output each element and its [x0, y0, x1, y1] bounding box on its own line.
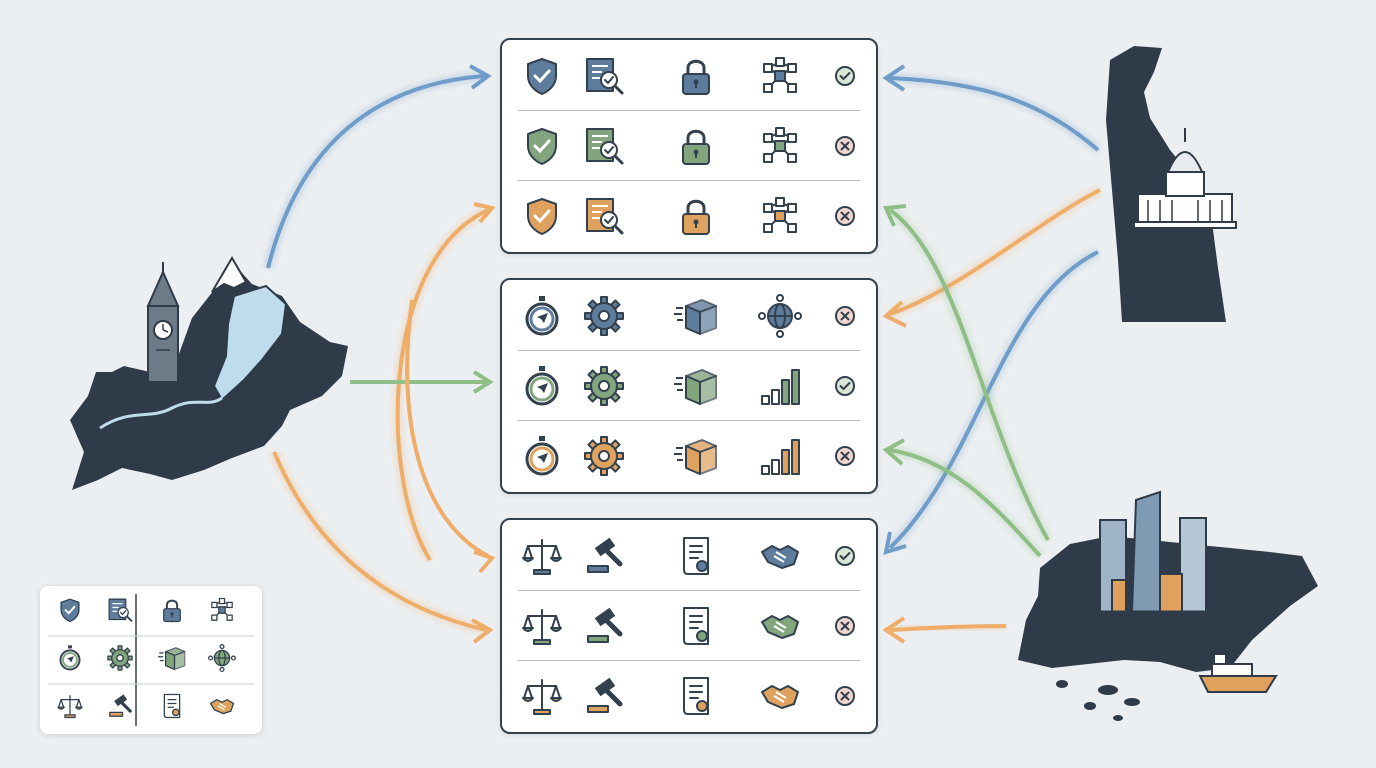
flow-arrow-coastal-to-operations-orange: [882, 185, 1103, 328]
gear-icon: [582, 364, 626, 408]
stopwatch-icon: [520, 434, 564, 478]
document-inspect-icon: [582, 54, 626, 98]
padlock-icon: [674, 54, 718, 98]
certificate-scroll-icon: [674, 534, 718, 578]
status-cross-icon: [834, 135, 856, 157]
legend-dividers: [48, 594, 254, 726]
flow-arrow-island-to-legal-orange: [882, 616, 1007, 644]
gear-icon: [582, 434, 626, 478]
capitol-building-icon: [1133, 128, 1237, 229]
bar-chart-icon: [758, 364, 802, 408]
status-cross-icon: [834, 305, 856, 327]
legend-gavel-icon: [106, 692, 134, 720]
status-check-icon: [834, 65, 856, 87]
legend-padlock-icon: [158, 596, 186, 624]
flow-arrow-mountain-to-legal-orange: [269, 450, 494, 644]
island-city-map: [1018, 490, 1318, 721]
padlock-icon: [674, 124, 718, 168]
legend-shield-check-icon: [56, 596, 84, 624]
panel-legal-contracts: [500, 518, 878, 734]
legal-contracts-row-orange: [502, 660, 876, 732]
flow-arrow-coastal-to-legal-blue: [883, 247, 1101, 555]
legend-package-icon: [158, 644, 186, 672]
status-cross-icon: [834, 685, 856, 707]
network-nodes-icon: [758, 54, 802, 98]
lake-icon: [212, 284, 288, 402]
security-compliance-row-blue: [502, 40, 876, 112]
legend-handshake-icon: [208, 692, 236, 720]
skyscrapers-icon: [1094, 490, 1214, 614]
certificate-scroll-icon: [674, 604, 718, 648]
mountain-lake-region-map: [70, 256, 348, 490]
flow-arrows: [263, 64, 1103, 644]
handshake-icon: [758, 534, 802, 578]
security-compliance-row-green: [502, 110, 876, 182]
cargo-ship-icon: [1198, 653, 1278, 693]
flow-arrow-island-to-operations-green: [882, 438, 1044, 560]
icon-legend: [40, 586, 262, 734]
panel-security-compliance: [500, 38, 878, 254]
legend-scales-icon: [56, 692, 84, 720]
operations-logistics-row-green: [502, 350, 876, 422]
shield-check-icon: [520, 194, 564, 238]
gavel-icon: [582, 534, 626, 578]
status-cross-icon: [834, 615, 856, 637]
operations-logistics-row-orange: [502, 420, 876, 492]
gavel-icon: [582, 674, 626, 718]
legend-certificate-scroll-icon: [158, 692, 186, 720]
panel-operations-logistics: [500, 278, 878, 494]
mountain-icon: [211, 256, 248, 293]
handshake-icon: [758, 674, 802, 718]
padlock-icon: [674, 194, 718, 238]
stopwatch-icon: [520, 294, 564, 338]
legal-contracts-row-green: [502, 590, 876, 662]
network-nodes-icon: [758, 124, 802, 168]
legend-globe-network-icon: [208, 644, 236, 672]
legal-contracts-row-blue: [502, 520, 876, 592]
handshake-icon: [758, 604, 802, 648]
scales-icon: [520, 534, 564, 578]
package-icon: [674, 294, 718, 338]
clock-tower-icon: [146, 262, 180, 383]
security-compliance-row-orange: [502, 180, 876, 252]
legend-gear-icon: [106, 644, 134, 672]
river-icon: [99, 396, 223, 430]
certificate-scroll-icon: [674, 674, 718, 718]
document-inspect-icon: [582, 194, 626, 238]
operations-logistics-row-blue: [502, 280, 876, 352]
legend-document-inspect-icon: [106, 596, 134, 624]
scales-icon: [520, 674, 564, 718]
flow-arrow-coastal-to-security-blue: [882, 64, 1102, 154]
document-inspect-icon: [582, 124, 626, 168]
package-icon: [674, 434, 718, 478]
gear-icon: [582, 294, 626, 338]
legend-network-nodes-icon: [208, 596, 236, 624]
globe-network-icon: [758, 294, 802, 338]
flow-arrow-island-to-security-green: [883, 204, 1053, 543]
legend-stopwatch-icon: [56, 644, 84, 672]
status-cross-icon: [834, 205, 856, 227]
status-check-icon: [834, 545, 856, 567]
flow-arrow-mountain-to-legal-orange-inner: [405, 299, 496, 574]
stopwatch-icon: [520, 364, 564, 408]
scales-icon: [520, 604, 564, 648]
flow-arrow-mountain-to-operations-green: [350, 370, 494, 394]
shield-check-icon: [520, 54, 564, 98]
flow-arrow-mountain-to-security-orange: [392, 202, 496, 563]
bar-chart-icon: [758, 434, 802, 478]
network-nodes-icon: [758, 194, 802, 238]
status-check-icon: [834, 375, 856, 397]
status-cross-icon: [834, 445, 856, 467]
coastal-state-map: [1106, 46, 1237, 322]
shield-check-icon: [520, 124, 564, 168]
gavel-icon: [582, 604, 626, 648]
package-icon: [674, 364, 718, 408]
flow-arrow-mountain-to-security-blue: [263, 64, 492, 270]
